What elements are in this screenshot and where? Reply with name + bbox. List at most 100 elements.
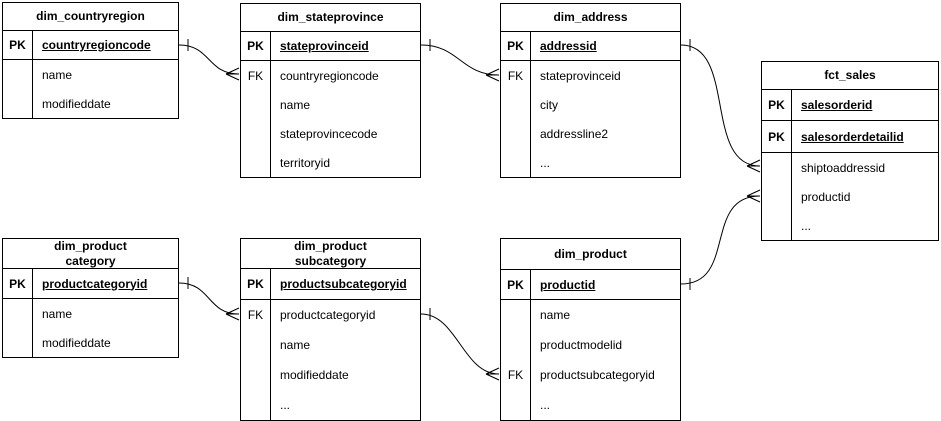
entity-dim-countryregion: dim_countryregion PK countryregioncode n… [2,2,179,119]
field-name: stateprovinceid [280,39,369,53]
table-row: name [501,300,680,330]
entity-title: dim_countryregion [3,3,178,31]
key-label [762,153,792,182]
field-name: countryregioncode [280,68,379,83]
pk-label: PK [241,269,271,299]
table-row: productid [762,182,938,211]
key-label [501,390,531,420]
table-row: PK addressid [501,32,680,61]
field-name: productsubcategoryid [540,368,655,382]
field-name: productid [540,277,596,292]
pk-label: PK [762,121,792,152]
relation-address-fctsales [680,39,761,173]
relation-stateprovince-address [420,39,500,82]
table-row: PK salesorderdetailid [762,121,938,153]
field-name: name [42,306,73,321]
table-row: productmodelid [501,330,680,360]
entity-dim-product-category: dim_product category PK productcategoryi… [2,238,179,358]
entity-dim-stateprovince: dim_stateprovince PK stateprovinceid FK … [240,3,421,178]
entity-fct-sales: fct_sales PK salesorderid PK salesorderd… [761,61,939,241]
key-label [501,300,531,330]
relation-countryregion-stateprovince [178,39,240,81]
field-name: salesorderid [801,98,873,112]
key-label [762,182,792,211]
field-name: name [280,338,311,352]
fk-label: FK [501,360,531,390]
table-row: ... [762,211,938,240]
table-row: PK stateprovinceid [241,32,420,61]
field-name: modifieddate [42,335,111,350]
field-name: stateprovincecode [280,126,378,141]
table-row: city [501,90,680,119]
many-marker [225,307,240,321]
relation-line [680,195,761,285]
entity-title: dim_address [501,4,680,32]
relation-category-subcategory [178,277,240,321]
relation-product-fctsales [680,189,761,290]
relation-line [178,282,240,315]
field-name: territoryid [280,155,331,170]
key-label [3,299,33,328]
relation-line [680,44,761,167]
entity-dim-product: dim_product PK productid name productmod… [500,238,681,421]
field-name: name [540,308,571,322]
fk-label: FK [241,300,271,330]
table-row: addressline2 [501,119,680,148]
field-name: salesorderdetailid [801,129,904,144]
entity-title: dim_product [501,239,680,270]
key-label [501,330,531,360]
entity-dim-product-subcategory: dim_product subcategory PK productsubcat… [240,238,421,421]
table-row: name [3,60,178,89]
table-row: PK countryregioncode [3,31,178,60]
field-name: modifieddate [42,96,111,111]
field-name: stateprovinceid [540,68,621,83]
relation-line [178,44,240,75]
field-name: ... [540,398,551,412]
table-row: modifieddate [241,360,420,390]
field-name: productsubcategoryid [280,277,407,291]
table-row: FK productcategoryid [241,300,420,330]
field-name: city [540,97,558,112]
entity-title: dim_stateprovince [241,4,420,32]
table-row: ... [501,148,680,177]
entity-title: fct_sales [762,62,938,90]
pk-label: PK [762,90,792,120]
field-name: name [42,67,73,82]
key-label [241,330,271,360]
table-row: FK countryregioncode [241,61,420,90]
field-name: productmodelid [540,338,623,352]
table-row: name [241,90,420,119]
table-row: ... [241,390,420,420]
pk-label: PK [3,269,33,298]
many-marker [225,67,240,81]
many-marker [485,68,500,82]
table-row: name [3,299,178,328]
field-name: ... [540,155,551,170]
field-name: shiptoaddressid [801,160,886,175]
field-name: addressline2 [540,126,609,141]
pk-label: PK [501,270,531,299]
field-name: productcategoryid [280,308,376,322]
key-label [241,360,271,390]
key-label [241,390,271,420]
relation-line [420,313,500,375]
pk-label: PK [501,32,531,60]
table-row: shiptoaddressid [762,153,938,182]
field-name: productcategoryid [42,276,148,291]
table-row: PK salesorderid [762,90,938,121]
entity-title: dim_product category [3,239,178,269]
key-label [3,328,33,357]
field-name: name [280,97,311,112]
fk-label: FK [241,61,271,90]
field-name: ... [801,218,812,233]
field-name: productid [801,189,851,204]
key-label [762,211,792,240]
key-label [3,60,33,89]
many-marker [746,189,761,203]
table-row: PK productsubcategoryid [241,269,420,300]
relation-line [420,44,500,76]
key-label [501,148,531,177]
field-name: ... [280,398,291,412]
table-row: modifieddate [3,89,178,118]
table-row: FK stateprovinceid [501,61,680,90]
